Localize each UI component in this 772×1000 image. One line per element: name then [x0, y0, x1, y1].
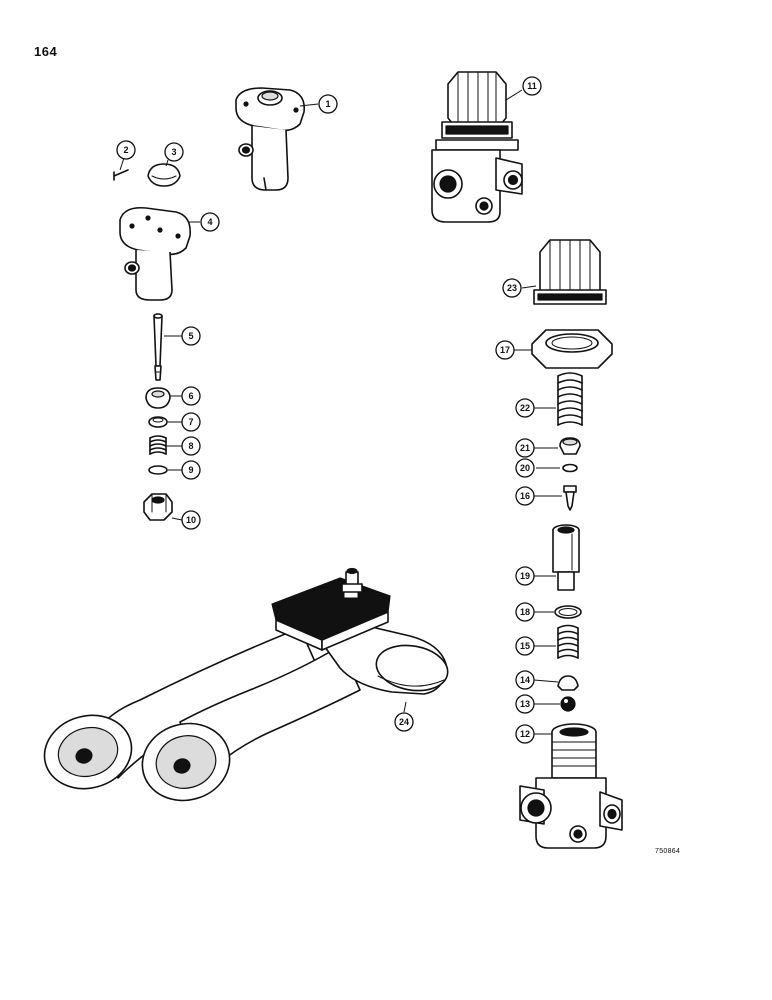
spring-seat-illustration [559, 437, 581, 455]
pin-illustration [113, 169, 129, 181]
svg-text:15: 15 [520, 641, 530, 651]
callout-2: 2 [116, 140, 136, 160]
callout-8: 8 [181, 436, 201, 456]
svg-text:7: 7 [188, 417, 193, 427]
callout-18: 18 [515, 602, 535, 622]
valve-flange-assembly-illustration [235, 87, 306, 191]
spring-small-illustration [149, 435, 167, 455]
svg-text:24: 24 [399, 717, 409, 727]
hex-lock-nut-illustration [531, 329, 613, 369]
svg-text:16: 16 [520, 491, 530, 501]
knob-cap-illustration [533, 239, 607, 305]
callout-11: 11 [522, 76, 542, 96]
needle-pin-illustration [563, 485, 577, 511]
callout-21: 21 [515, 438, 535, 458]
twin-air-horn-illustration [43, 567, 449, 802]
svg-text:9: 9 [188, 465, 193, 475]
callout-3: 3 [164, 142, 184, 162]
callout-14: 14 [515, 670, 535, 690]
callout-16: 16 [515, 486, 535, 506]
figure-code: 750864 [655, 848, 681, 855]
spring-medium-illustration [557, 624, 579, 659]
o-ring-small-illustration [562, 463, 578, 473]
svg-text:18: 18 [520, 607, 530, 617]
seal-ring-illustration [148, 465, 168, 475]
svg-text:21: 21 [520, 443, 530, 453]
svg-text:6: 6 [188, 391, 193, 401]
callout-20: 20 [515, 458, 535, 478]
svg-text:5: 5 [188, 331, 193, 341]
page-number: 164 [34, 44, 58, 59]
svg-text:8: 8 [188, 441, 193, 451]
callout-10: 10 [181, 510, 201, 530]
plunger-stem-illustration [153, 313, 163, 381]
callout-12: 12 [515, 724, 535, 744]
svg-text:17: 17 [500, 345, 510, 355]
callout-22: 22 [515, 398, 535, 418]
callout-4: 4 [200, 212, 220, 232]
valve-sleeve-illustration [552, 524, 580, 591]
svg-text:19: 19 [520, 571, 530, 581]
ball-seat-illustration [557, 675, 579, 691]
svg-text:11: 11 [527, 81, 537, 91]
svg-text:22: 22 [520, 403, 530, 413]
svg-text:10: 10 [186, 515, 196, 525]
callout-7: 7 [181, 412, 201, 432]
callout-6: 6 [181, 386, 201, 406]
pressure-valve-assembly-illustration [431, 71, 523, 223]
o-ring-large-illustration [554, 605, 582, 619]
check-ball-illustration [560, 696, 576, 712]
svg-text:1: 1 [325, 99, 330, 109]
callout-13: 13 [515, 694, 535, 714]
leader-lines [119, 89, 562, 735]
svg-text:4: 4 [207, 217, 212, 227]
valve-body-illustration [519, 723, 623, 849]
svg-text:23: 23 [507, 283, 517, 293]
flange-body-illustration [119, 206, 192, 301]
svg-text:12: 12 [520, 729, 530, 739]
svg-text:13: 13 [520, 699, 530, 709]
callout-23: 23 [502, 278, 522, 298]
cap-illustration [147, 163, 181, 187]
callout-19: 19 [515, 566, 535, 586]
callout-5: 5 [181, 326, 201, 346]
callout-1: 1 [318, 94, 338, 114]
callout-24: 24 [394, 712, 414, 732]
svg-text:2: 2 [123, 145, 128, 155]
svg-text:14: 14 [520, 675, 530, 685]
svg-text:20: 20 [520, 463, 530, 473]
svg-text:3: 3 [171, 147, 176, 157]
valve-head-illustration [145, 387, 171, 409]
callout-17: 17 [495, 340, 515, 360]
hex-nut-illustration [143, 493, 173, 521]
washer-illustration [148, 416, 168, 428]
callout-9: 9 [181, 460, 201, 480]
callout-15: 15 [515, 636, 535, 656]
spring-large-illustration [557, 372, 583, 426]
